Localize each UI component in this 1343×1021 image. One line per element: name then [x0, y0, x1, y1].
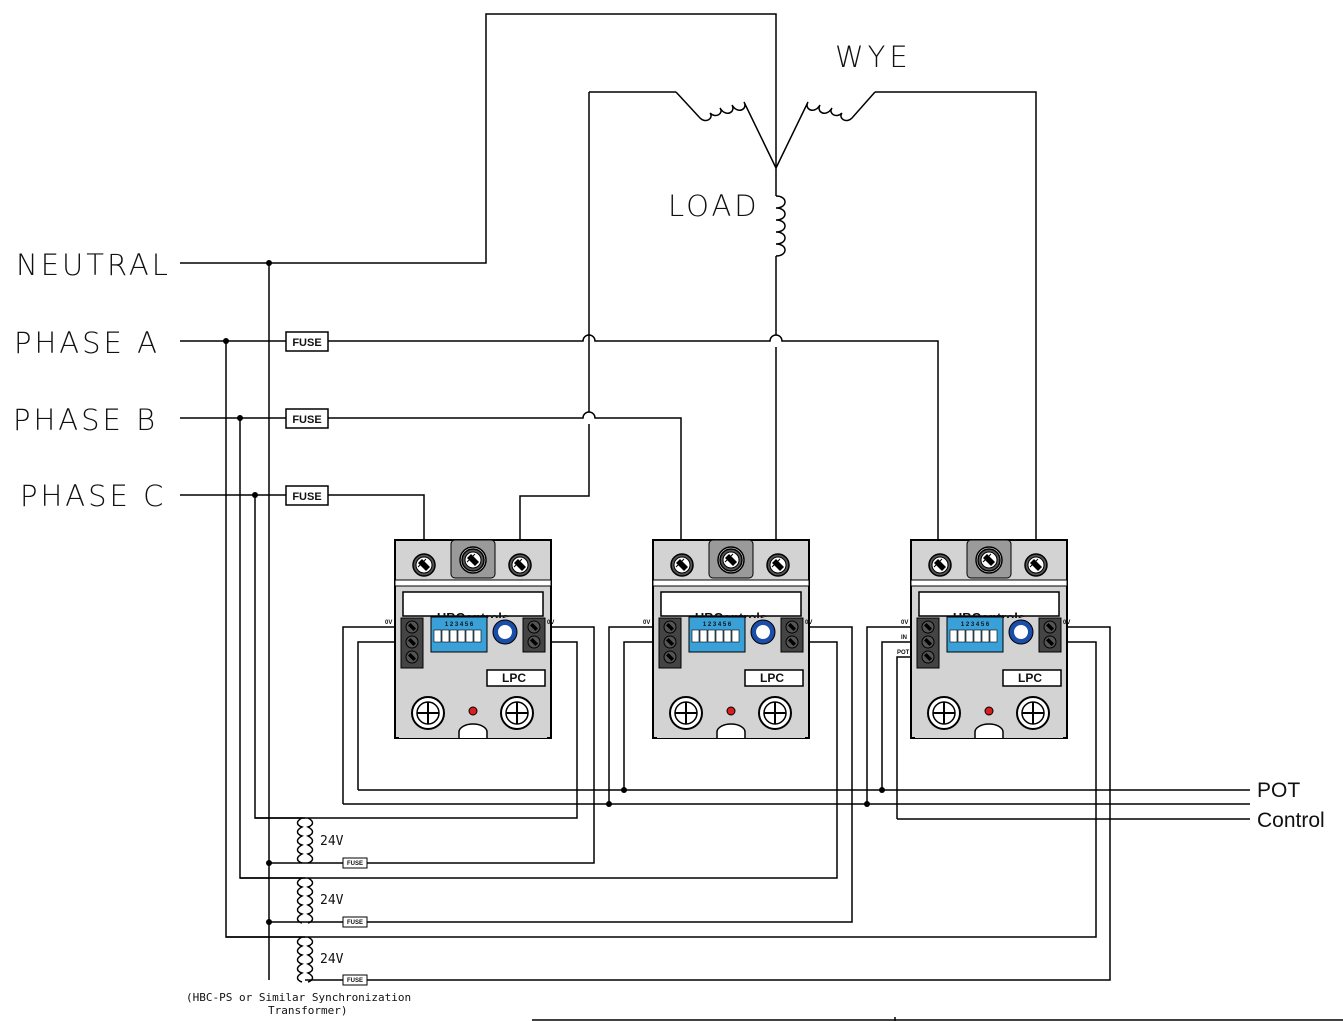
svg-text:1 2 3 4 5 6: 1 2 3 4 5 6 — [445, 622, 474, 628]
svg-text:FUSE: FUSE — [347, 861, 363, 867]
svg-text:0V: 0V — [547, 620, 554, 626]
svg-text:0V: 0V — [901, 620, 908, 626]
wye-lead-right — [875, 91, 1037, 550]
phase-b-wire-right — [328, 411, 682, 550]
svg-text:0V: 0V — [385, 620, 392, 626]
phase-c-label: PHASE C — [20, 479, 166, 513]
svg-text:24V: 24V — [320, 952, 344, 967]
svg-text:LPC: LPC — [1018, 671, 1042, 685]
fuse-phase-b: FUSE — [285, 408, 329, 429]
svg-text:0V: 0V — [643, 620, 650, 626]
svg-text:24V: 24V — [320, 834, 344, 849]
transformer-note-line1: (HBC-PS or Similar Synchronization — [186, 991, 411, 1004]
pot-label: POT — [1257, 779, 1300, 802]
xfmr1-secondary-r — [367, 626, 595, 864]
svg-text:0V: 0V — [1063, 620, 1070, 626]
phase-c-tap — [254, 495, 578, 819]
title-block-edge — [532, 1017, 1343, 1021]
svg-text:FUSE: FUSE — [292, 414, 321, 426]
svg-text:FUSE: FUSE — [347, 978, 363, 984]
phase-b-tap — [239, 418, 838, 879]
phase-a-tap — [225, 341, 1097, 938]
svg-text:1 2 3 4 5 6: 1 2 3 4 5 6 — [703, 622, 732, 628]
svg-text:FUSE: FUSE — [292, 337, 321, 349]
load-label: LOAD — [668, 189, 760, 223]
transformer-3: 24V FUSE — [296, 936, 368, 986]
svg-text:IN: IN — [901, 635, 907, 641]
transformer-note-line2: Transformer) — [268, 1004, 347, 1017]
svg-text:FUSE: FUSE — [347, 920, 363, 926]
wye-label: WYE — [835, 40, 912, 74]
phase-a-label: PHASE A — [14, 326, 160, 360]
wye-load — [589, 91, 876, 270]
phase-c-wire-right — [328, 494, 425, 550]
svg-text:POT: POT — [897, 650, 910, 656]
svg-text:FUSE: FUSE — [292, 491, 321, 503]
controller-module-3: HBControls 1 2 3 4 5 6 0V IN POT 0V LPC — [897, 539, 1070, 739]
wye-lead-left — [519, 424, 590, 550]
control-label: Control — [1257, 809, 1325, 832]
fuse-phase-c: FUSE — [285, 485, 329, 506]
wires — [180, 13, 1250, 981]
transformer-1: 24V FUSE — [296, 817, 368, 869]
xfmr2-secondary-r — [367, 626, 853, 923]
phase-a-wire-right — [328, 334, 939, 550]
fuse-phase-a: FUSE — [285, 331, 329, 352]
controller-module-1: HBControls 1 2 3 4 5 6 0V 0V LPC — [385, 539, 554, 739]
svg-text:0V: 0V — [805, 620, 812, 626]
svg-text:LPC: LPC — [502, 671, 526, 685]
svg-text:24V: 24V — [320, 893, 344, 908]
neutral-wire — [180, 13, 777, 264]
controller-module-2: HBControls 1 2 3 4 5 6 0V 0V LPC — [643, 539, 812, 739]
phase-b-label: PHASE B — [13, 403, 158, 437]
svg-text:LPC: LPC — [760, 671, 784, 685]
svg-text:1 2 3 4 5 6: 1 2 3 4 5 6 — [961, 622, 990, 628]
transformer-2: 24V FUSE — [296, 877, 368, 928]
junctions — [223, 260, 885, 925]
neutral-label: NEUTRAL — [16, 248, 171, 282]
